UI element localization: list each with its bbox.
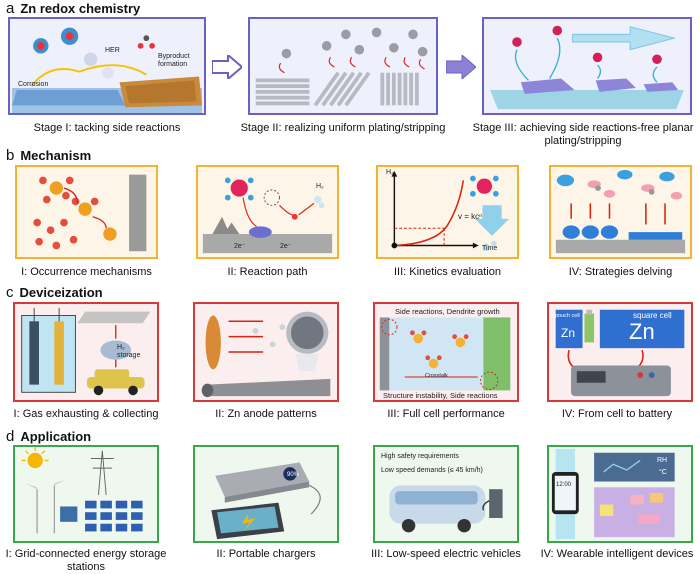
panel-c4-caption: IV: From cell to battery <box>561 408 673 420</box>
section-b-header: b Mechanism <box>6 147 91 164</box>
panel-d1-caption: I: Grid-connected energy storage station… <box>5 548 167 573</box>
panel-b2-illustration <box>202 177 333 254</box>
panel-b3-rate-equation: v = kcⁿ <box>458 212 483 221</box>
arrow-right-icon <box>212 55 242 79</box>
panel-a2 <box>248 17 438 115</box>
panel-b1-illustration <box>33 174 147 252</box>
panel-c2-caption: II: Zn anode patterns <box>215 408 317 420</box>
panel-d3: High safety requirements Low speed deman… <box>373 445 519 543</box>
section-d: d Application I: Grid-connected energy s… <box>0 428 700 574</box>
panel-d3-illustration <box>389 485 503 533</box>
panel-b3-time-axis: Time <box>482 245 498 252</box>
panel-c1-illustration <box>21 307 151 396</box>
panel-c3-bottom-label: Structure instability, Side reactions <box>383 391 498 400</box>
panel-a2-caption: Stage II: realizing uniform plating/stri… <box>240 122 446 134</box>
panel-c4-zn-small: Zn <box>561 326 576 340</box>
panel-d2: 90% <box>193 445 339 543</box>
panel-a1: HER Corrosion Byproduct formation <box>8 17 206 115</box>
panel-b1 <box>15 165 158 259</box>
panel-d2-charge-level: 90% <box>287 472 300 478</box>
panel-b2-electron-label-2: 2e⁻ <box>280 243 292 250</box>
section-b-letter: b <box>6 147 15 164</box>
panel-d1-illustration <box>21 447 143 534</box>
panel-d2-caption: II: Portable chargers <box>216 548 316 560</box>
panel-b3-caption: III: Kinetics evaluation <box>393 266 501 278</box>
panel-c3-top-label: Side reactions, Dendrite growth <box>395 307 500 316</box>
panel-b4-caption: IV: Strategies delving <box>568 266 673 278</box>
panel-d4-temp-label: °C <box>659 469 667 476</box>
panel-d4-rh-label: RH <box>657 457 668 464</box>
section-a-letter: a <box>6 0 15 17</box>
panel-a1-illustration <box>12 27 202 113</box>
panel-a2-illustration <box>255 27 428 107</box>
panel-d3-requirement-2: Low speed demands (≤ 45 km/h) <box>381 467 483 474</box>
panel-a3 <box>482 17 692 115</box>
panel-a1-caption: Stage I: tacking side reactions <box>33 122 181 134</box>
panel-d4: RH °C 12:00 <box>547 445 693 543</box>
section-d-header: d Application <box>6 428 91 445</box>
panel-c3-illustration <box>379 317 511 391</box>
panel-c1: H₂ storage <box>13 302 159 402</box>
panel-d4-clock: 12:00 <box>556 482 572 488</box>
section-a: a Zn redox chemistry HER Corrosion Bypro… <box>0 0 700 147</box>
panel-a1-byproduct-label: Byproduct formation <box>158 53 190 68</box>
panel-b2-electron-label-1: 2e⁻ <box>234 243 246 250</box>
section-c: c Deviceization H₂ storage I: Gas exhaus… <box>0 284 700 422</box>
panel-d3-requirement-1: High safety requirements <box>381 453 459 460</box>
panel-d4-illustration <box>551 448 675 540</box>
panel-c3-crosstalk-label: Crosstalk <box>425 373 448 379</box>
section-b-title: Mechanism <box>20 148 92 163</box>
panel-a3-caption: Stage III: achieving side reactions-free… <box>472 122 694 147</box>
panel-b4 <box>549 165 692 259</box>
panel-d2-illustration <box>211 462 321 540</box>
panel-c4-square-label: square cell <box>633 311 672 320</box>
panel-b1-caption: I: Occurrence mechanisms <box>21 266 152 278</box>
panel-d1 <box>13 445 159 543</box>
panel-b2-h2-label: H₂ <box>316 183 324 190</box>
panel-b3: H₂ v = kcⁿ Time <box>376 165 519 259</box>
panel-c3: Side reactions, Dendrite growth Crosstal… <box>373 302 519 402</box>
panel-a1-her-label: HER <box>105 47 120 54</box>
panel-b2: H₂ 2e⁻ 2e⁻ <box>196 165 339 259</box>
section-a-title: Zn redox chemistry <box>20 1 141 16</box>
section-d-letter: d <box>6 428 15 445</box>
panel-a3-illustration <box>490 25 684 110</box>
section-c-title: Deviceization <box>19 285 103 300</box>
panel-c4-pouch-label: pouch cell <box>555 313 580 319</box>
panel-c1-storage-label: H₂ storage <box>117 344 141 359</box>
panel-d4-caption: IV: Wearable intelligent devices <box>540 548 694 560</box>
panel-c4-illustration <box>555 309 685 397</box>
arrow-right-icon <box>446 55 476 79</box>
section-c-letter: c <box>6 284 14 301</box>
panel-b3-illustration <box>391 170 510 252</box>
panel-b4-illustration <box>555 169 686 254</box>
panel-c4-zn-large: Zn <box>629 319 655 344</box>
panel-d3-caption: III: Low-speed electric vehicles <box>371 548 521 560</box>
panel-b2-caption: II: Reaction path <box>227 266 308 278</box>
section-b: b Mechanism I: Occurrence mechanisms H₂ … <box>0 147 700 278</box>
panel-c2-illustration <box>201 311 331 398</box>
panel-c1-caption: I: Gas exhausting & collecting <box>13 408 159 420</box>
section-d-title: Application <box>20 429 92 444</box>
panel-a1-corrosion-label: Corrosion <box>18 81 49 88</box>
section-a-header: a Zn redox chemistry <box>6 0 140 17</box>
panel-b3-h2-axis: H₂ <box>386 169 394 176</box>
section-c-header: c Deviceization <box>6 284 103 301</box>
panel-c3-caption: III: Full cell performance <box>387 408 505 420</box>
panel-c2 <box>193 302 339 402</box>
panel-c4: pouch cell square cell Zn Zn <box>547 302 693 402</box>
